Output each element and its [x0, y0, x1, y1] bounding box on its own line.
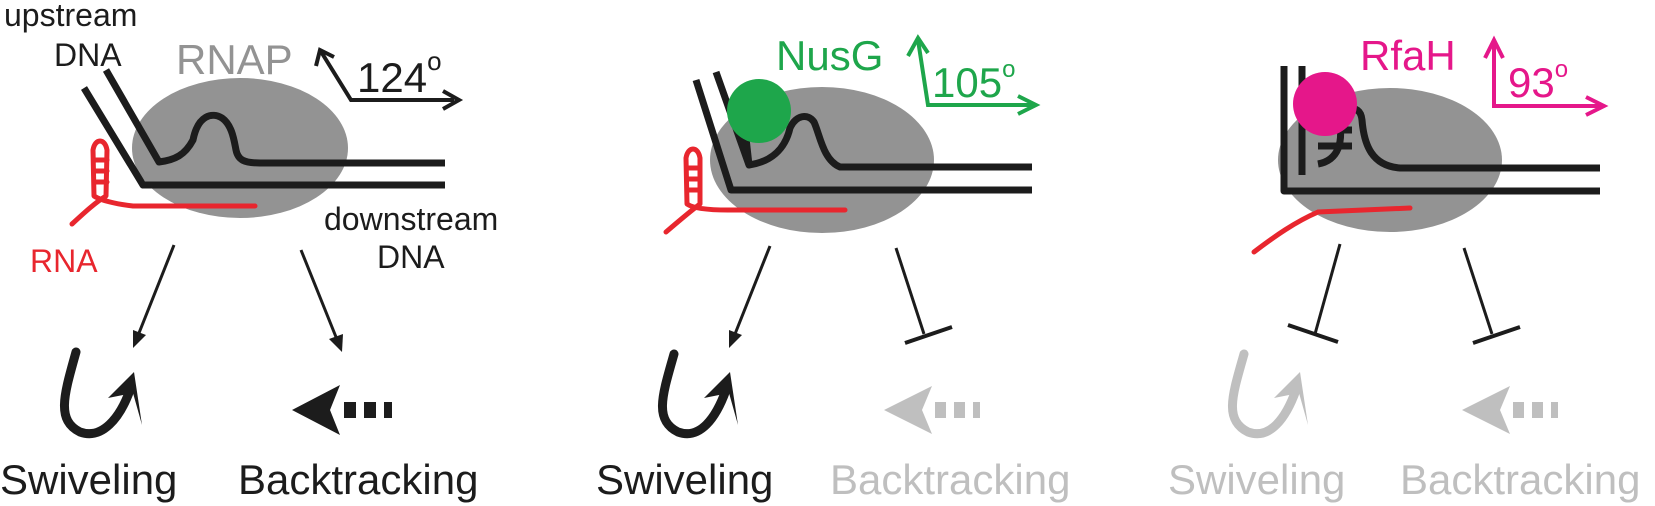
- angle-value: 93o: [1508, 56, 1568, 106]
- label-swiveling: Swiveling: [0, 456, 177, 503]
- angle-value: 105o: [932, 56, 1015, 106]
- angle-arrowhead-right: [442, 89, 464, 111]
- angle-degree: o: [1002, 56, 1015, 83]
- backtrack-dash: [1513, 402, 1524, 418]
- backtrack-dash: [954, 402, 965, 418]
- effect-arrows: [1287, 243, 1521, 345]
- label-swiveling-inactive: Swiveling: [1168, 456, 1345, 503]
- rnap-body: [132, 78, 348, 218]
- angle-value: 124o: [357, 46, 442, 101]
- swiveling-arrowhead: [729, 330, 742, 348]
- angle-number: 124: [357, 54, 427, 101]
- backtracking-symbol-inactive: [1462, 386, 1558, 434]
- backtracking-symbol: [292, 385, 392, 435]
- panel-rfah: RfaH 93o Swiveling Backtracking: [1168, 32, 1640, 503]
- angle-indicator: [1483, 35, 1609, 117]
- swivel-curve: [1228, 349, 1301, 439]
- swiveling-inhibition-line: [1313, 243, 1342, 335]
- rna-chain: [69, 138, 258, 227]
- label-downstream: downstream: [324, 201, 498, 237]
- angle-degree: o: [427, 46, 441, 76]
- swiveling-arrow-shaft: [137, 244, 176, 334]
- backtrack-dash: [1551, 402, 1558, 418]
- swivel-arrowhead: [1274, 372, 1308, 425]
- swivel-arrowhead: [704, 372, 738, 425]
- backtracking-inhibition-line: [1462, 247, 1494, 335]
- dna-nontemplate-strand: [102, 68, 445, 167]
- angle-arrow-shafts: [916, 39, 1032, 107]
- backtrack-arrowhead: [292, 385, 340, 435]
- swivel-arrowhead: [108, 372, 142, 425]
- rna-transcript: [663, 146, 848, 235]
- angle-arrow-shafts: [1492, 42, 1600, 108]
- label-rnap: RNAP: [176, 36, 293, 83]
- dna-nontemplate-strand: [712, 70, 1032, 171]
- rfah-protein: [1293, 72, 1357, 136]
- angle-arrowhead-left: [314, 47, 335, 67]
- swivel-curve: [658, 349, 731, 439]
- label-backtracking-inactive: Backtracking: [1400, 456, 1640, 503]
- rna-transcript: [69, 138, 258, 227]
- swivel-curve: [60, 347, 135, 439]
- effect-arrows: [133, 244, 343, 352]
- swiveling-arrowhead: [133, 330, 146, 348]
- label-backtracking-inactive: Backtracking: [830, 456, 1070, 503]
- swiveling-symbol-inactive: [1228, 349, 1308, 439]
- angle-degree: o: [1555, 56, 1568, 83]
- dna-template-strand: [1280, 66, 1600, 195]
- backtracking-inhibition-bar: [904, 325, 953, 345]
- swiveling-symbol: [60, 347, 142, 439]
- rna-chain: [1251, 205, 1413, 255]
- label-downstream-dna: DNA: [377, 239, 445, 275]
- dna-template-strand: [692, 78, 1032, 194]
- backtracking-arrow-shaft: [299, 249, 338, 338]
- backtrack-dash: [973, 402, 980, 418]
- angle-arrowhead-up: [1483, 35, 1505, 59]
- label-rfah: RfaH: [1360, 32, 1456, 79]
- backtrack-dash: [935, 402, 946, 418]
- angle-indicator: [906, 34, 1041, 116]
- label-backtracking: Backtracking: [238, 456, 478, 503]
- backtracking-inhibition-line: [894, 247, 926, 335]
- dna-template-strand: [81, 86, 445, 189]
- angle-number: 93: [1508, 59, 1555, 106]
- rna-chain: [663, 146, 848, 235]
- label-rna: RNA: [30, 243, 98, 279]
- backtracking-arrowhead: [329, 334, 343, 352]
- angle-indicator: [314, 47, 464, 111]
- effect-arrows: [729, 245, 953, 348]
- backtrack-dash: [364, 402, 376, 418]
- angle-number: 105: [932, 59, 1002, 106]
- nusg-protein: [727, 79, 791, 143]
- backtrack-dash: [344, 402, 356, 418]
- angle-arrowhead-right: [1585, 95, 1609, 117]
- swiveling-arrow-shaft: [733, 245, 772, 335]
- backtrack-arrowhead: [884, 386, 932, 434]
- dna-strands: [81, 68, 445, 189]
- panel-nusg: NusG 105o Swiveling Backtracking: [596, 32, 1070, 503]
- backtrack-dash: [384, 402, 392, 418]
- label-upstream: upstream: [4, 0, 137, 33]
- swiveling-symbol: [658, 349, 738, 439]
- angle-arrow-shafts: [318, 48, 454, 102]
- panel-rnap-alone: upstream DNA RNAP RNA downstream DNA 124…: [0, 0, 498, 503]
- backtracking-symbol-inactive: [884, 386, 980, 434]
- label-swiveling: Swiveling: [596, 456, 773, 503]
- swiveling-inhibition-bar: [1287, 323, 1339, 344]
- backtrack-arrowhead: [1462, 386, 1510, 434]
- label-nusg: NusG: [776, 32, 883, 79]
- backtracking-inhibition-bar: [1472, 325, 1521, 345]
- angle-arrowhead-up: [906, 34, 930, 57]
- label-upstream-dna: DNA: [54, 37, 122, 73]
- angle-arrowhead-right: [1017, 94, 1041, 116]
- backtrack-dash: [1532, 402, 1543, 418]
